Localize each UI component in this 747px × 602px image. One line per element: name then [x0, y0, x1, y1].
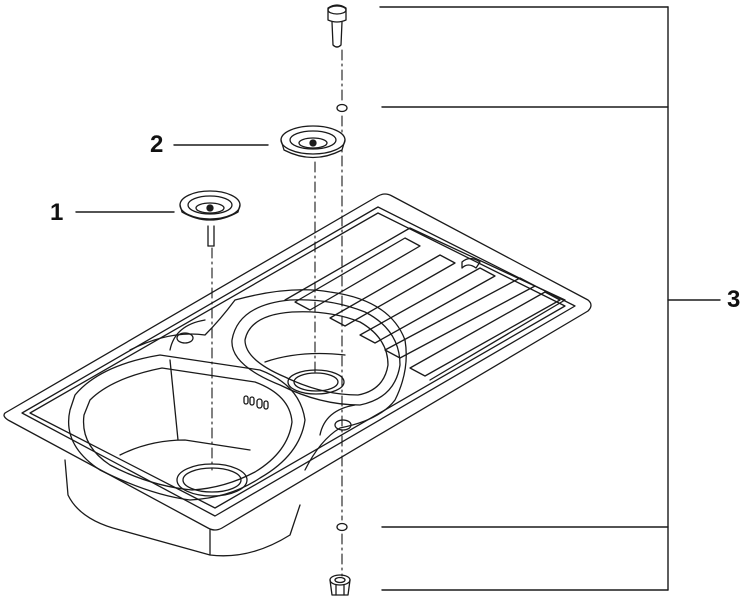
- callout-label-2: 2: [150, 131, 164, 158]
- strainer-basket-1: [179, 190, 241, 247]
- seal-ring-bottom: [336, 522, 348, 532]
- tap-hole-nut: [329, 574, 351, 596]
- leader-lines: [75, 6, 721, 591]
- overflow-inlet: [461, 257, 481, 269]
- bracket-3: [379, 6, 721, 591]
- pop-up-knob: [327, 4, 347, 48]
- seal-ring-top: [336, 103, 348, 113]
- callout-label-3: 3: [727, 286, 741, 313]
- small-bowl: [231, 299, 401, 406]
- strainer-basket-2: [280, 125, 346, 159]
- sink-body: [3, 193, 592, 557]
- tap-hole-right: [334, 419, 352, 431]
- drainer-ribs: [284, 227, 566, 381]
- drain-small: [287, 369, 345, 395]
- assembly-axes: [211, 49, 343, 577]
- callout-label-1: 1: [50, 199, 64, 226]
- large-bowl: [68, 354, 306, 501]
- tap-hole-left: [176, 332, 194, 344]
- overflow-slots: [243, 395, 269, 410]
